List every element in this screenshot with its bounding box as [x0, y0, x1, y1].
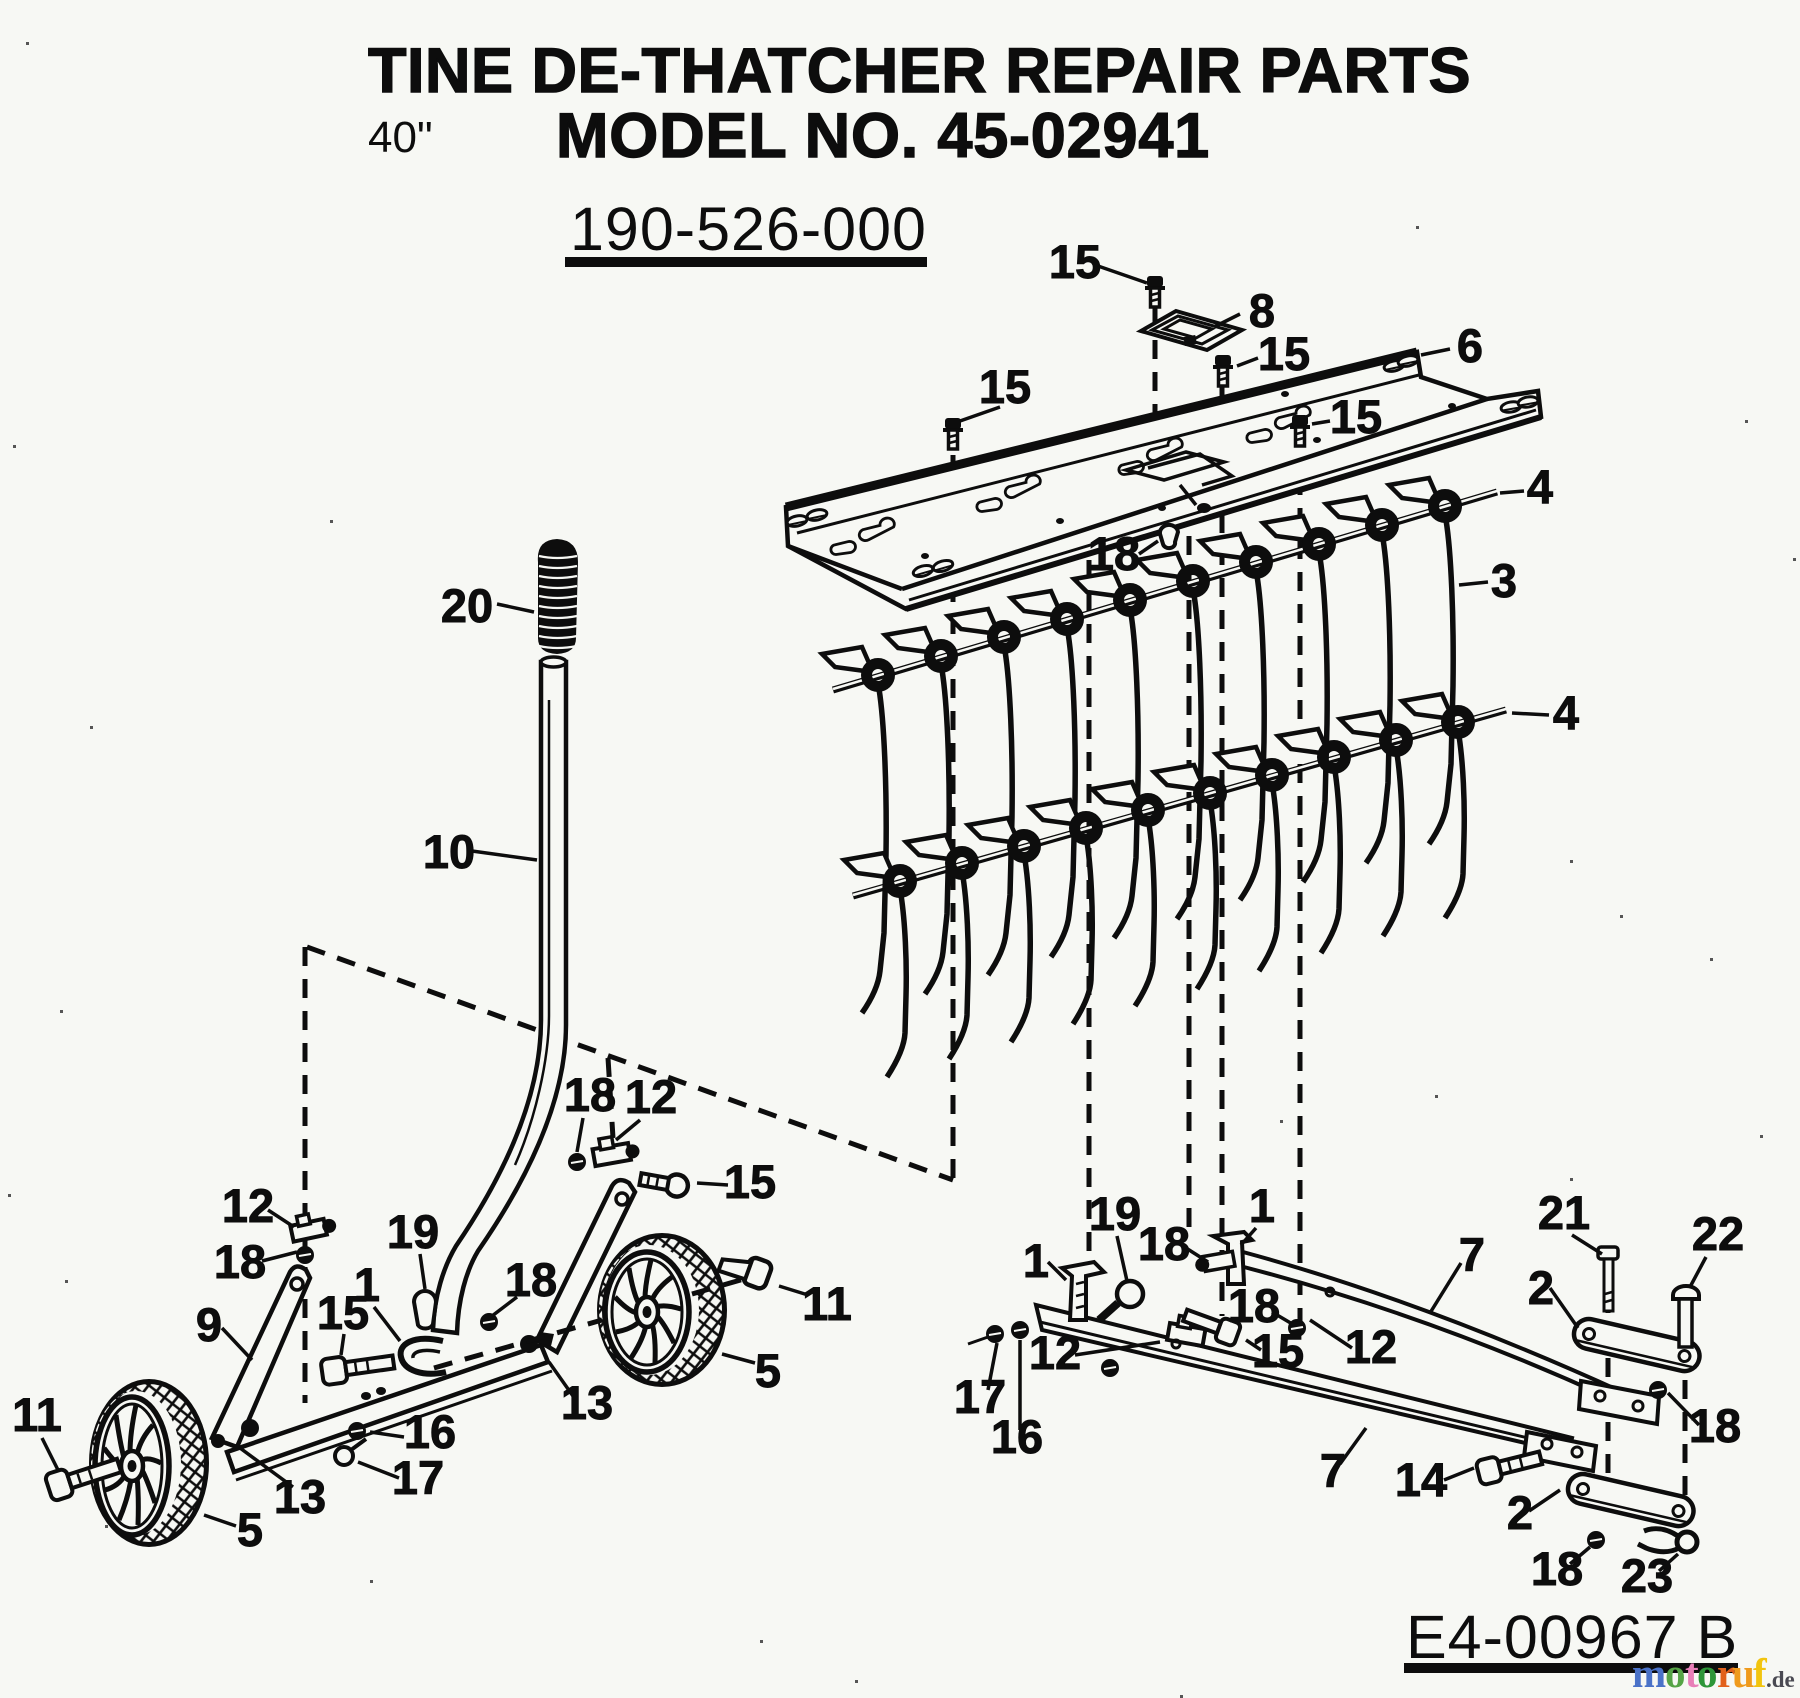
svg-text:21: 21: [1538, 1186, 1590, 1239]
svg-text:15: 15: [1258, 327, 1310, 380]
svg-text:m: m: [1632, 1650, 1666, 1696]
svg-text:1: 1: [1249, 1179, 1275, 1232]
svg-text:18: 18: [1138, 1217, 1190, 1270]
svg-text:15: 15: [979, 360, 1031, 413]
svg-text:16: 16: [991, 1410, 1043, 1463]
svg-text:2: 2: [1507, 1486, 1533, 1539]
svg-text:u: u: [1732, 1650, 1755, 1696]
svg-text:18: 18: [214, 1235, 266, 1288]
svg-text:.de: .de: [1766, 1667, 1795, 1692]
svg-text:5: 5: [755, 1344, 781, 1397]
svg-text:17: 17: [392, 1451, 444, 1504]
svg-text:MODEL NO. 45-02941: MODEL NO. 45-02941: [556, 101, 1210, 171]
svg-text:12: 12: [222, 1179, 274, 1232]
svg-text:15: 15: [724, 1155, 776, 1208]
svg-text:15: 15: [1330, 390, 1382, 443]
svg-text:19: 19: [387, 1205, 439, 1258]
svg-text:14: 14: [1395, 1453, 1447, 1506]
svg-text:22: 22: [1692, 1207, 1744, 1260]
svg-text:12: 12: [1345, 1320, 1397, 1373]
svg-text:13: 13: [561, 1376, 613, 1429]
svg-text:18: 18: [1228, 1279, 1280, 1332]
svg-text:19: 19: [1089, 1187, 1141, 1240]
svg-text:18: 18: [1088, 527, 1140, 580]
svg-text:15: 15: [317, 1286, 369, 1339]
svg-text:TINE DE-THATCHER REPAIR PARTS: TINE DE-THATCHER REPAIR PARTS: [368, 36, 1471, 106]
svg-text:7: 7: [1459, 1228, 1485, 1281]
svg-text:E4-00967 B: E4-00967 B: [1406, 1603, 1738, 1671]
svg-text:10: 10: [423, 825, 475, 878]
svg-text:18: 18: [1689, 1399, 1741, 1452]
svg-text:23: 23: [1621, 1549, 1673, 1602]
svg-text:1: 1: [1023, 1234, 1049, 1287]
svg-text:16: 16: [404, 1405, 456, 1458]
svg-text:1: 1: [354, 1258, 380, 1311]
svg-text:18: 18: [505, 1253, 557, 1306]
svg-text:9: 9: [196, 1298, 222, 1351]
svg-text:f: f: [1753, 1650, 1768, 1696]
svg-text:11: 11: [12, 1388, 62, 1441]
svg-text:4: 4: [1553, 686, 1579, 739]
svg-text:12: 12: [1029, 1326, 1081, 1379]
svg-text:7: 7: [1320, 1444, 1346, 1497]
svg-text:18: 18: [564, 1068, 616, 1121]
svg-text:11: 11: [802, 1277, 852, 1330]
svg-text:15: 15: [1049, 235, 1101, 288]
svg-text:5: 5: [237, 1503, 263, 1556]
svg-text:o: o: [1665, 1650, 1686, 1696]
svg-text:12: 12: [625, 1070, 677, 1123]
svg-text:3: 3: [1491, 554, 1517, 607]
svg-text:r: r: [1717, 1650, 1735, 1696]
svg-text:2: 2: [1528, 1261, 1554, 1314]
svg-text:190-526-000: 190-526-000: [570, 195, 927, 263]
svg-text:4: 4: [1527, 460, 1553, 513]
svg-text:17: 17: [954, 1370, 1006, 1423]
svg-text:40": 40": [368, 113, 433, 162]
svg-text:18: 18: [1531, 1542, 1583, 1595]
svg-text:20: 20: [441, 579, 493, 632]
svg-text:8: 8: [1249, 284, 1275, 337]
svg-text:6: 6: [1457, 319, 1483, 372]
svg-text:t: t: [1685, 1650, 1699, 1696]
svg-text:o: o: [1697, 1650, 1718, 1696]
